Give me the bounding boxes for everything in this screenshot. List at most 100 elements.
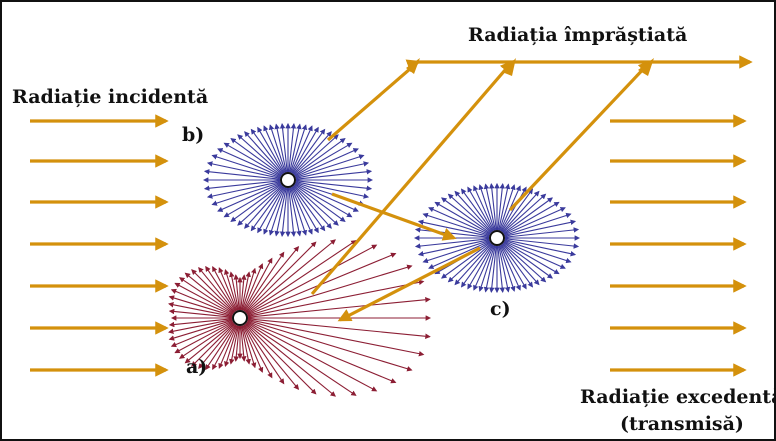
scattering-ray: [289, 187, 302, 237]
scattering-ray: [178, 321, 234, 359]
scattering-ray: [203, 169, 281, 180]
scattering-ray: [243, 324, 285, 385]
scattering-ray: [245, 239, 336, 314]
scattering-ray: [211, 154, 281, 179]
scattering-ray: [293, 184, 339, 226]
scattered-beam-path-a: [310, 59, 514, 296]
scattering-ray: [246, 321, 378, 392]
scattering-ray: [224, 268, 239, 311]
scattering-ray: [247, 279, 425, 317]
scattering-ray: [230, 184, 282, 222]
scattering-ray: [428, 207, 490, 236]
scattering-ray: [205, 265, 237, 312]
scattering-ray: [473, 245, 495, 291]
scattering-ray: [229, 325, 239, 365]
scattering-pattern-b: [202, 122, 374, 238]
scattering-ray: [237, 134, 283, 176]
scattering-ray: [497, 245, 505, 293]
scattering-ray: [168, 295, 233, 317]
scattering-ray: [274, 123, 287, 173]
scattering-ray: [168, 318, 233, 328]
scattering-ray: [244, 131, 284, 175]
scattering-ray: [206, 161, 281, 179]
scattering-ray: [503, 242, 553, 279]
scattering-ray: [245, 241, 317, 313]
scattering-ray: [500, 244, 527, 290]
scattering-ray: [503, 197, 553, 234]
scattering-ray: [295, 148, 359, 178]
scattering-ray: [295, 161, 370, 179]
scattering-ray: [414, 238, 490, 249]
scattering-ray: [237, 184, 283, 226]
label-a: a): [186, 356, 208, 378]
scattering-ray: [244, 323, 300, 390]
scattering-ray: [441, 197, 491, 234]
scattering-ray: [257, 126, 285, 174]
scattering-ray: [478, 245, 496, 292]
label-c: c): [490, 298, 511, 320]
scattering-ray: [203, 180, 281, 191]
scattering-ray: [289, 123, 302, 173]
scattering-ray: [292, 186, 326, 232]
scattering-ray: [441, 242, 491, 279]
scattering-ray: [274, 187, 287, 237]
scattering-ray: [504, 238, 580, 249]
scattering-ray: [498, 184, 516, 231]
scattering-ray: [224, 325, 239, 368]
scattering-ray: [500, 186, 527, 232]
scattering-ray: [241, 267, 257, 311]
scattering-ray: [473, 185, 495, 231]
particle-icon: [280, 172, 296, 188]
scattering-ray: [483, 245, 496, 293]
scattering-ray: [241, 271, 251, 311]
scattering-ray: [229, 271, 239, 311]
scattering-ray: [501, 188, 534, 232]
arrowhead-icon: [502, 58, 516, 76]
transmitted-arrows: [610, 114, 747, 377]
multiple-scatter-b-to-c: [331, 192, 457, 241]
scattering-ray: [184, 272, 235, 314]
scattering-ray: [212, 266, 237, 312]
scattering-ray: [291, 126, 319, 174]
scattering-ray: [241, 325, 251, 365]
scattering-ray: [246, 321, 357, 396]
scattering-ray: [240, 325, 247, 362]
scattering-ray: [294, 184, 346, 222]
scattering-ray: [263, 125, 286, 173]
scattering-ray: [223, 142, 282, 177]
particle-icon: [489, 230, 505, 246]
scattering-ray: [174, 282, 234, 315]
scattering-ray: [504, 219, 577, 237]
scattering-ray: [246, 240, 357, 315]
scattering-ray: [247, 318, 431, 340]
scattering-ray: [288, 123, 297, 173]
scattering-ray: [168, 308, 233, 318]
scattering-ray: [168, 302, 233, 317]
scattering-ray: [206, 181, 281, 199]
scattering-ray: [168, 319, 233, 341]
scattering-ray: [454, 243, 493, 286]
scattering-ray: [295, 180, 373, 191]
particle-icon: [232, 310, 248, 326]
scattering-ray: [243, 257, 273, 312]
scattering-ray: [247, 296, 431, 318]
arrowhead-icon: [638, 58, 654, 76]
scattering-ray: [184, 322, 235, 364]
scattering-ray: [240, 274, 247, 311]
scattering-ray: [467, 186, 494, 232]
scattering-ray: [460, 188, 493, 232]
scattering-ray: [230, 138, 282, 176]
scattering-ray: [502, 242, 547, 283]
scattering-ray: [268, 124, 287, 173]
scattering-ray: [233, 325, 240, 362]
scattering-ray: [295, 169, 373, 180]
scattering-ray: [233, 274, 240, 311]
scattering-ray: [489, 245, 497, 293]
scattering-ray: [293, 134, 339, 176]
scattering-ray: [501, 190, 540, 233]
scattering-ray: [460, 244, 493, 288]
scattering-ray: [498, 245, 516, 292]
scattering-ray: [212, 324, 237, 370]
scattering-ray: [257, 186, 285, 234]
